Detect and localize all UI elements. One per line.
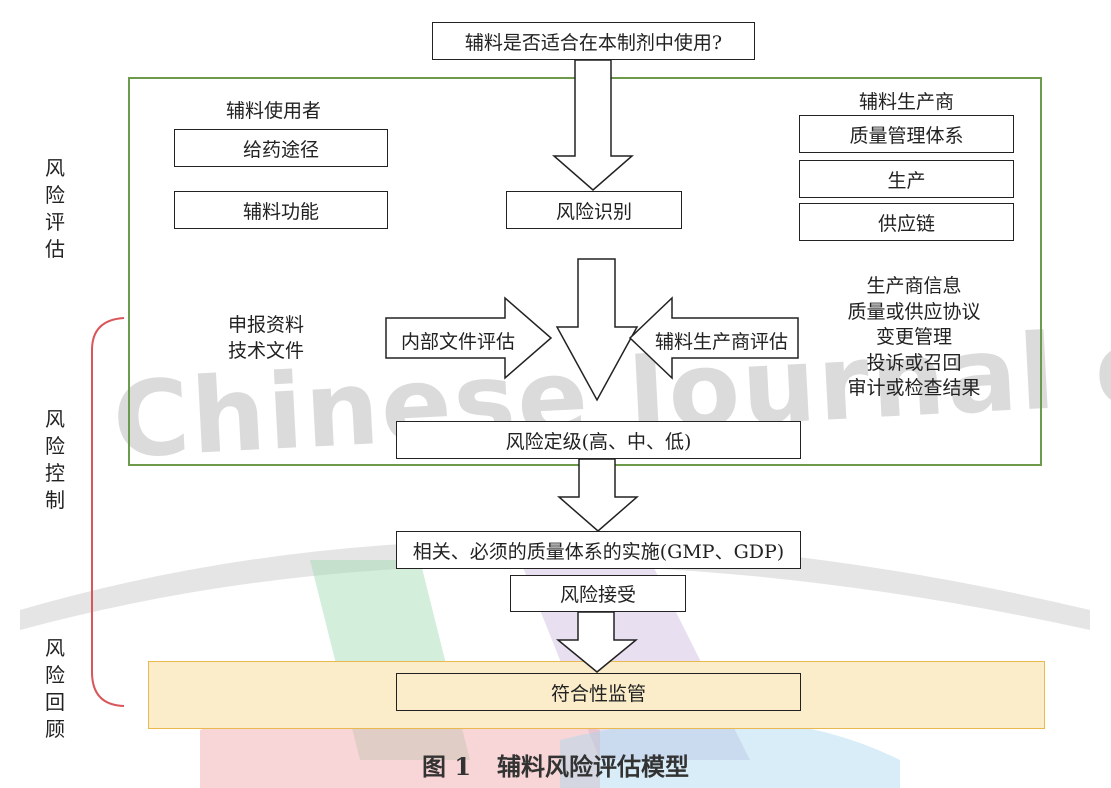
docs-line-1: 申报资料 [228, 314, 305, 336]
user-title: 辅料使用者 [226, 100, 322, 122]
risk-accept-box: 风险接受 [510, 575, 686, 612]
maker-title: 辅料生产商 [859, 91, 955, 113]
maker-info-4: 投诉或召回 [866, 351, 962, 374]
arrow-question-to-identify [551, 59, 635, 191]
maker-info-2: 质量或供应协议 [847, 300, 981, 323]
arrow-grade-to-quality [556, 458, 640, 532]
stage-label-review: 风险 回顾 [45, 636, 65, 741]
maker-item-supply: 供应链 [799, 203, 1014, 241]
stage-label-control: 风险 控制 [45, 407, 65, 512]
arrow-internal-eval [385, 296, 553, 380]
user-item-function: 辅料功能 [174, 191, 388, 229]
bracket-control [91, 317, 125, 707]
compliance-box: 符合性监管 [396, 673, 801, 711]
figure-title: 辅料风险评估模型 [497, 752, 690, 781]
maker-info-5: 审计或检查结果 [847, 377, 981, 399]
docs-label: 申报资料 技术文件 [228, 313, 304, 364]
maker-info-list: 生产商信息 质量或供应协议 变更管理 投诉或召回 审计或检查结果 [830, 274, 998, 402]
risk-grade-box: 风险定级(高、中、低) [396, 421, 801, 459]
maker-item-production: 生产 [799, 160, 1014, 198]
internal-eval-label: 内部文件评估 [401, 331, 516, 353]
figure-caption: 图 1 辅料风险评估模型 [0, 747, 1111, 782]
risk-identify-box: 风险识别 [506, 191, 682, 229]
docs-line-2: 技术文件 [228, 339, 305, 362]
quality-system-box: 相关、必须的质量体系的实施(GMP、GDP) [396, 531, 801, 569]
maker-info-1: 生产商信息 [866, 275, 962, 297]
stage-label-assess: 风险 评估 [45, 156, 65, 261]
arrow-accept-to-compliance [555, 611, 639, 673]
maker-info-3: 变更管理 [875, 326, 952, 348]
arrow-down-center [555, 258, 639, 402]
user-item-route: 给药途径 [174, 129, 388, 167]
arrow-maker-eval [628, 296, 799, 380]
figure-number: 图 1 [421, 752, 472, 781]
maker-item-qms: 质量管理体系 [799, 115, 1014, 153]
maker-eval-label: 辅料生产商评估 [655, 331, 789, 353]
question-box: 辅料是否适合在本制剂中使用? [432, 22, 755, 60]
